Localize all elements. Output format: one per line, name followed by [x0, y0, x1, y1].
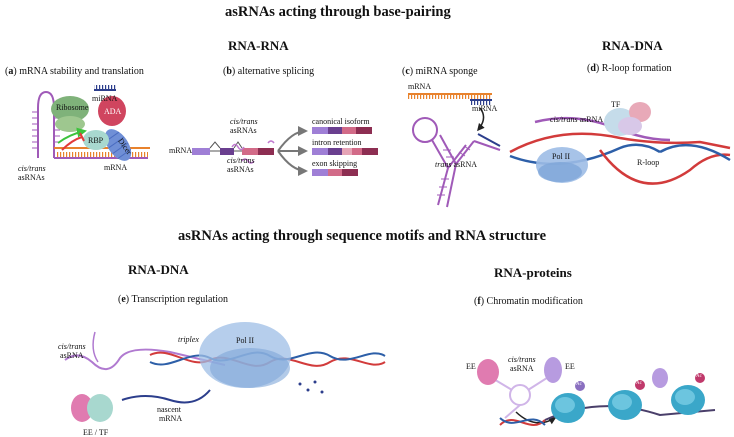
panel-d-illustration [509, 102, 731, 185]
label-exon-skipping: exon skipping [312, 159, 358, 168]
label-ribosome: Ribosome [56, 103, 89, 112]
label-b-asrnas-top: asRNAs [230, 126, 257, 135]
caption-d: (d) R-loop formation [587, 63, 672, 74]
panel-c-illustration [408, 93, 501, 208]
label-rloop: R-loop [637, 158, 660, 167]
label-f-mark-3: Ac [696, 374, 702, 379]
caption-f: (f) Chromatin modification [474, 296, 583, 307]
label-b-asrnas-bottom: asRNAs [227, 165, 254, 174]
label-f-ee-right: EE [565, 362, 575, 371]
caption-e: (e) Transcription regulation [118, 294, 229, 305]
label-c-mrna: mRNA [408, 82, 432, 91]
label-c-mirna: miRNA [472, 104, 498, 113]
label-d-pol: Pol II [552, 152, 570, 161]
panel-e-illustration [64, 322, 386, 422]
section-rna-dna-top: RNA-DNA [602, 38, 663, 53]
label-b-mrna: mRNA [169, 146, 193, 155]
label-ada: ADA [104, 107, 122, 116]
label-canonical-isoform: canonical isoform [312, 117, 370, 126]
panel-f-illustration [477, 357, 716, 426]
label-nascent: nascent [157, 405, 181, 414]
label-d-cistrans-asrna: cis/trans asRNA [550, 115, 604, 124]
label-rbp: RBP [88, 136, 104, 145]
label-f-mark-1: Ac [576, 382, 582, 387]
panel-b-illustration [192, 126, 378, 176]
label-f-asrna: asRNA [510, 364, 534, 373]
label-e-mrna: mRNA [159, 414, 183, 423]
label-e-cistrans: cis/trans [58, 342, 86, 351]
caption-a: (a) mRNA stability and translation [5, 66, 144, 77]
label-a-cistrans: cis/trans [18, 164, 46, 173]
title-base-pairing: asRNAs acting through base-pairing [225, 4, 451, 20]
label-f-ee-left: EE [466, 362, 476, 371]
label-b-cistrans-bottom: cis/trans [227, 156, 255, 165]
label-tf: TF [611, 100, 621, 109]
label-b-cistrans-top: cis/trans [230, 117, 258, 126]
label-f-cistrans: cis/trans [508, 355, 536, 364]
section-rna-proteins: RNA-proteins [494, 265, 572, 280]
panel-a-illustration [32, 85, 150, 161]
caption-c: (c) miRNA sponge [402, 66, 478, 77]
label-a-asrnas: asRNAs [18, 173, 45, 182]
label-triplex: triplex [178, 335, 199, 344]
section-rna-rna: RNA-RNA [228, 38, 289, 53]
label-intron-retention: intron retention [312, 138, 362, 147]
label-c-trans-asrna: trans asRNA [435, 160, 478, 169]
section-rna-dna-bottom: RNA-DNA [128, 262, 189, 277]
label-a-mirna: miRNA [92, 94, 118, 103]
label-e-asrna: asRNA [60, 351, 84, 360]
label-e-pol: Pol II [236, 336, 254, 345]
label-f-mark-2: Ac [636, 381, 642, 386]
caption-b: (b) alternative splicing [223, 66, 315, 77]
label-ee-tf: EE / TF [83, 428, 109, 437]
label-a-mrna: mRNA [104, 163, 128, 172]
title-motifs-structure: asRNAs acting through sequence motifs an… [178, 228, 547, 244]
